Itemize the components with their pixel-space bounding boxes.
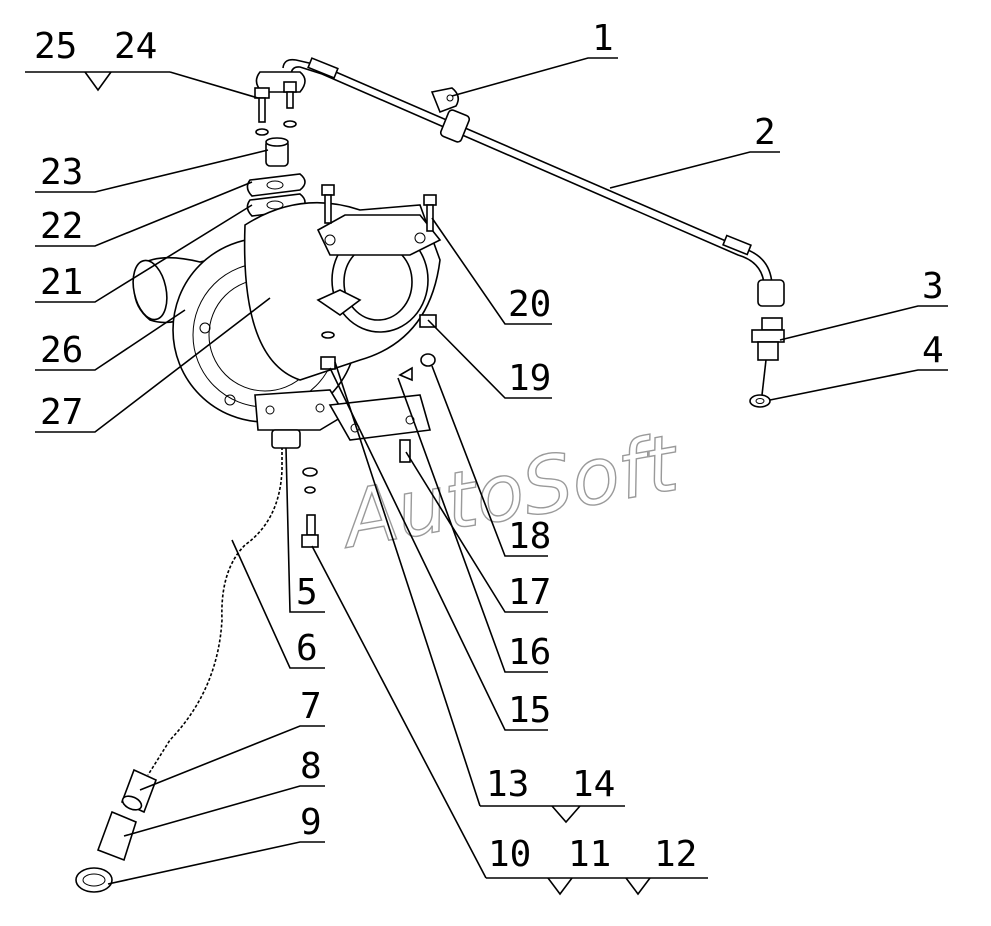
callout-26: 26	[40, 330, 83, 371]
callout-3: 3	[922, 266, 944, 307]
sealing-washer	[749, 394, 771, 408]
callout-23: 23	[40, 152, 83, 193]
callout-6: 6	[296, 628, 318, 669]
callout-22: 22	[40, 206, 83, 247]
callout-11: 11	[568, 834, 611, 875]
oil-feed-pipe	[282, 57, 773, 285]
callout-5: 5	[296, 572, 318, 613]
callout-27: 27	[40, 392, 83, 433]
callout-20: 20	[508, 284, 551, 325]
callout-8: 8	[300, 746, 322, 787]
callout-1: 1	[592, 18, 614, 59]
callout-7: 7	[300, 686, 322, 727]
leader-lines	[25, 57, 948, 896]
callout-24: 24	[114, 26, 157, 67]
callout-16: 16	[508, 632, 551, 673]
drain-bolt	[301, 467, 319, 548]
callout-4: 4	[922, 330, 944, 371]
callout-13: 13	[486, 764, 529, 805]
callout-labels: 1 2 3 4 5 6 7 8 9 10 11 12 13 14 15 16 1…	[34, 18, 944, 875]
callout-2: 2	[754, 112, 776, 153]
flange-bolts	[320, 184, 437, 463]
turbocharger	[132, 201, 442, 441]
feed-fitting	[751, 279, 785, 396]
callout-25: 25	[34, 26, 77, 67]
oil-return-hose	[143, 429, 301, 778]
callout-19: 19	[508, 358, 551, 399]
pipe-clamp	[430, 87, 471, 143]
callout-18: 18	[508, 516, 551, 557]
callout-21: 21	[40, 262, 83, 303]
callout-14: 14	[572, 764, 615, 805]
callout-9: 9	[300, 802, 322, 843]
callout-17: 17	[508, 572, 551, 613]
callout-15: 15	[508, 690, 551, 731]
callout-12: 12	[654, 834, 697, 875]
banjo-bolts	[254, 71, 306, 136]
hose-end-fitting	[75, 768, 158, 893]
callout-10: 10	[488, 834, 531, 875]
banjo-adapter	[265, 137, 289, 167]
